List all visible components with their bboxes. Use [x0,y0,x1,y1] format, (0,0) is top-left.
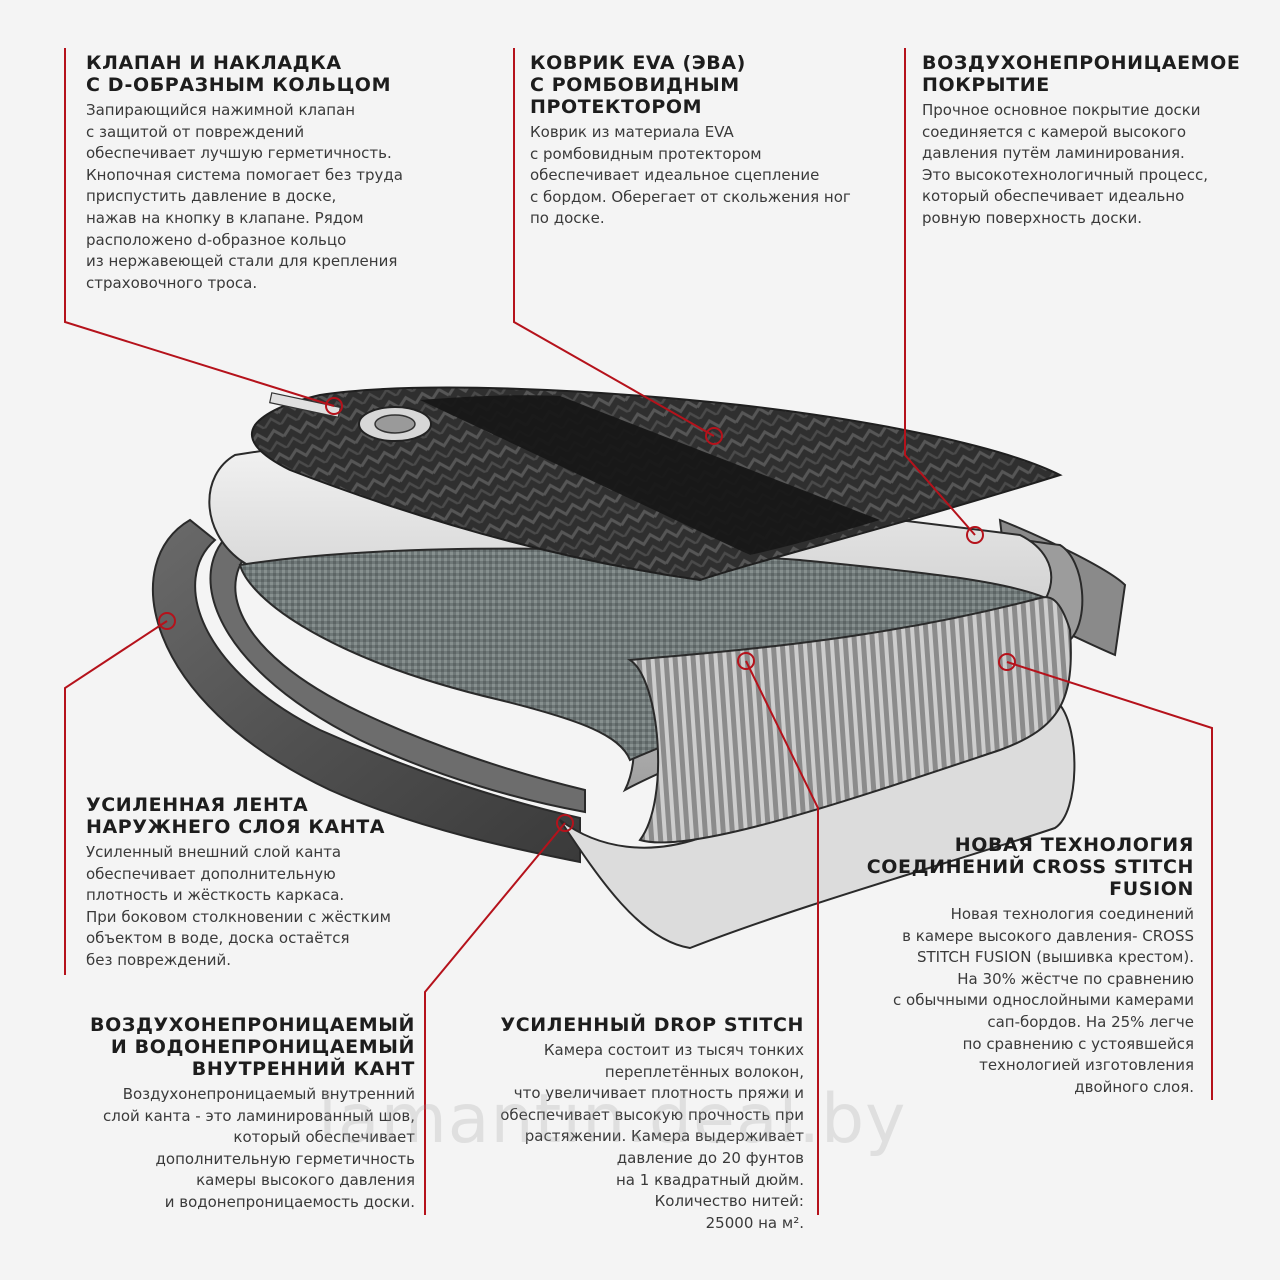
leader-rail-tape [64,620,168,975]
callout-eva-title: КОВРИК EVA (ЭВА) С РОМБОВИДНЫМ ПРОТЕКТОР… [530,52,746,118]
callout-valve: КЛАПАН И НАКЛАДКА С D-ОБРАЗНЫМ КОЛЬЦОМ З… [86,52,403,294]
callout-rail-tape: УСИЛЕННАЯ ЛЕНТА НАРУЖНЕГО СЛОЯ КАНТА Уси… [86,794,391,972]
valve-icon [269,392,432,442]
marker-cross-stitch [998,653,1016,671]
marker-eva [705,427,723,445]
callout-coating-text: Прочное основное покрытие доски соединяе… [922,101,1208,227]
callout-valve-title: КЛАПАН И НАКЛАДКА С D-ОБРАЗНЫМ КОЛЬЦОМ [86,52,392,96]
callout-cross-stitch-text: Новая технология соединений в камере выс… [893,905,1194,1096]
leader-lines [64,48,1213,1215]
watermark: lamantin.deal.by [318,1080,907,1159]
leader-drop-stitch [745,660,819,1215]
marker-valve [325,397,343,415]
callout-inner-rail-text: Воздухонепроницаемый внутренний слой кан… [103,1085,415,1211]
deck-pad-black-stripe [420,395,880,555]
eva-deck-pad [250,386,1063,582]
callout-inner-rail: ВОЗДУХОНЕПРОНИЦАЕМЫЙ И ВОДОНЕПРОНИЦАЕМЫЙ… [90,1014,415,1214]
marker-drop-stitch [737,652,755,670]
callout-cross-stitch-title: НОВАЯ ТЕХНОЛОГИЯ СОЕДИНЕНИЙ CROSS STITCH… [866,834,1194,900]
leader-inner-rail [424,822,566,1215]
callout-drop-stitch-title: УСИЛЕННЫЙ DROP STITCH [500,1014,804,1036]
callout-drop-stitch: УСИЛЕННЫЙ DROP STITCH Камера состоит из … [500,1014,804,1234]
callout-coating: ВОЗДУХОНЕПРОНИЦАЕМОЕ ПОКРЫТИЕ Прочное ос… [922,52,1241,230]
leader-cross-stitch [1006,661,1213,1100]
leader-valve [64,48,335,407]
leader-markers [158,397,1016,832]
callout-cross-stitch: НОВАЯ ТЕХНОЛОГИЯ СОЕДИНЕНИЙ CROSS STITCH… [867,834,1194,1098]
callout-rail-tape-title: УСИЛЕННАЯ ЛЕНТА НАРУЖНЕГО СЛОЯ КАНТА [86,794,386,838]
callout-drop-stitch-text: Камера состоит из тысяч тонких переплетё… [500,1041,804,1232]
drop-stitch-core-side [627,596,1072,844]
leader-coating [904,48,976,536]
outer-rail-band [151,518,586,864]
leader-eva [513,48,715,437]
marker-inner-rail [556,814,574,832]
callout-eva: КОВРИК EVA (ЭВА) С РОМБОВИДНЫМ ПРОТЕКТОР… [530,52,851,230]
callout-inner-rail-title: ВОЗДУХОНЕПРОНИЦАЕМЫЙ И ВОДОНЕПРОНИЦАЕМЫЙ… [90,1014,415,1080]
marker-coating [966,526,984,544]
callout-rail-tape-text: Усиленный внешний слой канта обеспечивае… [86,843,391,969]
callout-eva-text: Коврик из материала EVA с ромбовидным пр… [530,123,851,228]
marker-rail-tape [158,612,176,630]
callout-coating-title: ВОЗДУХОНЕПРОНИЦАЕМОЕ ПОКРЫТИЕ [922,52,1241,96]
callout-valve-text: Запирающийся нажимной клапан с защитой о… [86,101,403,292]
